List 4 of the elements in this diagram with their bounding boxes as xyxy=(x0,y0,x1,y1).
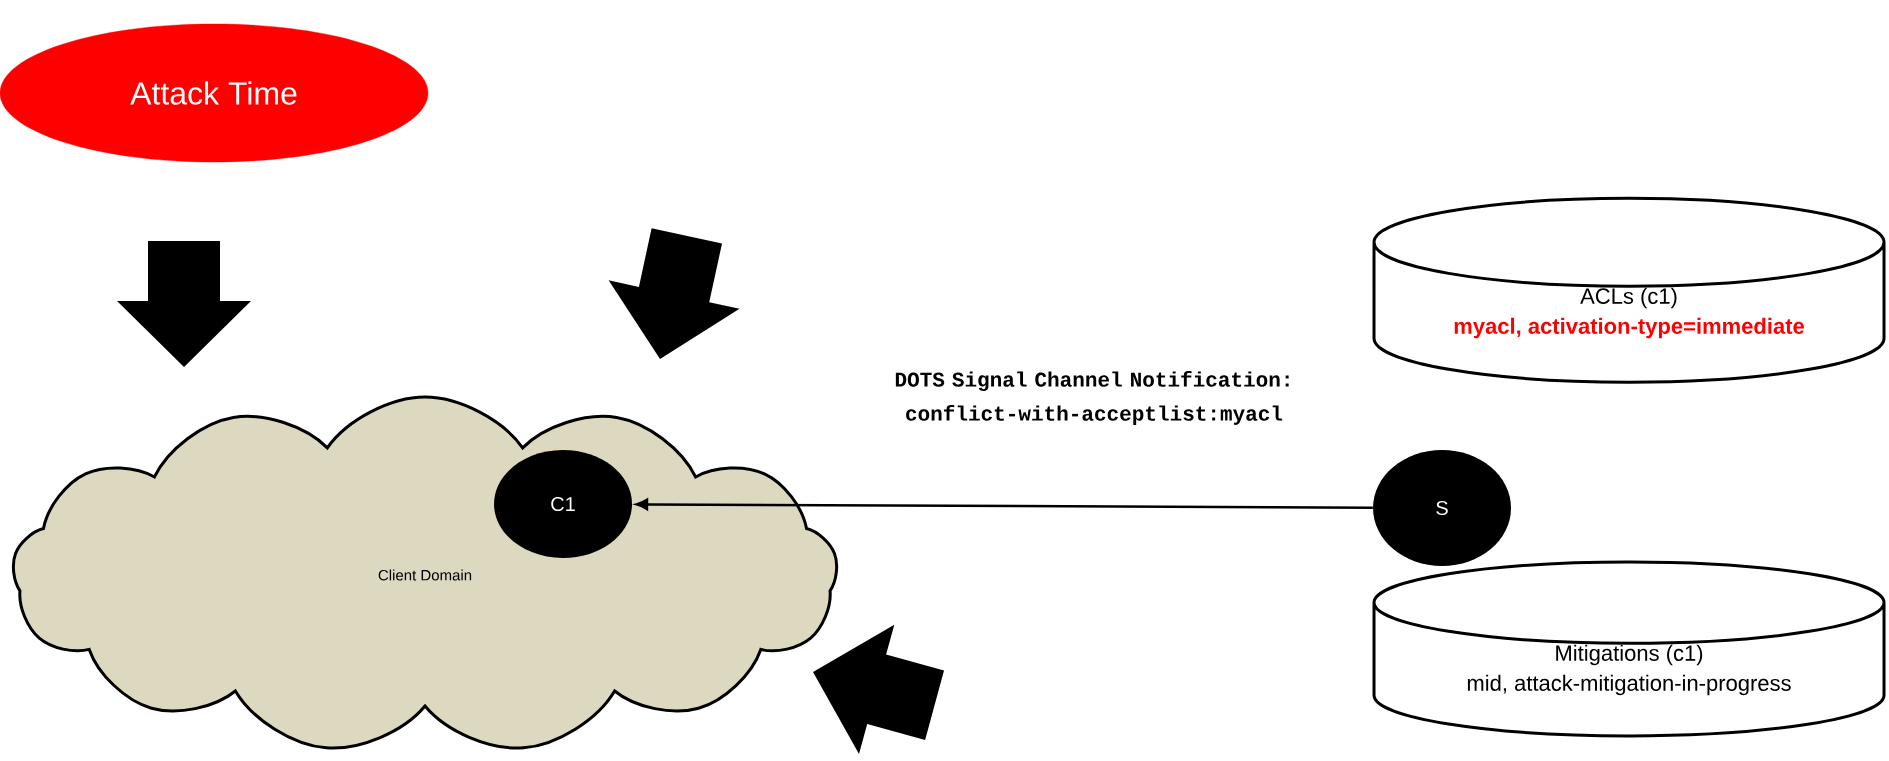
database-cylinder: ACLs (c1) myacl, activation-type=immediate xyxy=(1372,196,1886,384)
database-cylinder: Mitigations (c1) mid, attack-mitigation-in-progress xyxy=(1372,560,1886,738)
arrow xyxy=(635,498,1373,511)
edge-label: DOTS Signal Channel Notification: conflict-with-acceptlist:myacl xyxy=(892,369,1296,427)
